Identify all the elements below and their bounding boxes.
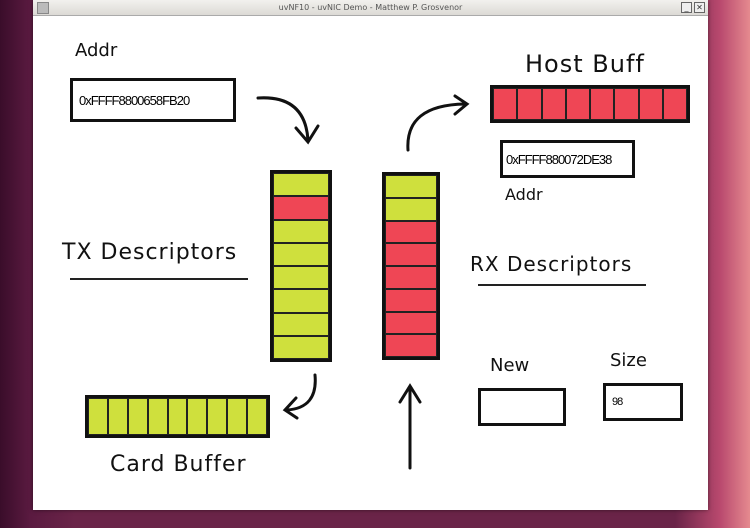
tx-descriptor[interactable]: [273, 335, 329, 359]
arrow-addr-to-tx-icon: [256, 96, 320, 145]
host-addr-field[interactable]: 0xFFFF880072DE38: [500, 140, 635, 178]
tx-descriptor-ring: [270, 170, 332, 362]
window-title: uvNF10 - uvNIC Demo - Matthew P. Grosven…: [278, 3, 463, 12]
card-buffer: [85, 395, 270, 438]
window-menu-icon[interactable]: [37, 2, 49, 14]
tx-descriptor[interactable]: [273, 312, 329, 336]
close-button[interactable]: ✕: [694, 2, 705, 13]
host-addr-label: Addr: [505, 185, 543, 204]
tx-label-underline: [70, 278, 248, 280]
card-buffer-cell: [127, 398, 148, 435]
host-buffer-label: Host Buff: [525, 50, 645, 78]
new-label: New: [490, 355, 530, 376]
host-buffer: [490, 85, 690, 123]
card-buffer-cell: [247, 398, 268, 435]
new-button[interactable]: [478, 388, 566, 426]
tx-descriptor[interactable]: [273, 266, 329, 290]
title-bar: uvNF10 - uvNIC Demo - Matthew P. Grosven…: [33, 0, 708, 16]
tx-descriptor[interactable]: [273, 242, 329, 266]
host-buffer-cell: [493, 88, 518, 120]
tx-descriptor[interactable]: [273, 196, 329, 220]
card-buffer-cell: [227, 398, 248, 435]
arrow-card-to-rx-icon: [398, 383, 422, 470]
tx-descriptor[interactable]: [273, 173, 329, 197]
size-label: Size: [610, 350, 647, 371]
card-buffer-cell: [207, 398, 228, 435]
card-buffer-cell: [187, 398, 208, 435]
tx-addr-label: Addr: [75, 40, 118, 61]
rx-descriptor[interactable]: [385, 288, 437, 312]
tx-descriptor[interactable]: [273, 289, 329, 313]
rx-descriptor[interactable]: [385, 334, 437, 357]
minimize-button[interactable]: _: [681, 2, 692, 13]
tx-descriptors-label: TX Descriptors: [62, 240, 238, 265]
rx-descriptor[interactable]: [385, 197, 437, 221]
card-buffer-label: Card Buffer: [110, 452, 247, 477]
host-buffer-cell: [590, 88, 615, 120]
host-buffer-cell: [517, 88, 542, 120]
host-buffer-cell: [662, 88, 687, 120]
rx-descriptor[interactable]: [385, 311, 437, 335]
card-buffer-cell: [167, 398, 188, 435]
host-buffer-cell: [638, 88, 663, 120]
card-buffer-cell: [107, 398, 128, 435]
rx-descriptor[interactable]: [385, 243, 437, 266]
tx-addr-field[interactable]: 0xFFFF8800658FB20: [70, 78, 236, 122]
rx-label-underline: [478, 284, 646, 286]
rx-descriptors-label: RX Descriptors: [470, 252, 633, 276]
arrow-rx-to-host-icon: [406, 94, 470, 152]
host-buffer-cell: [565, 88, 590, 120]
rx-descriptor-ring: [382, 172, 440, 360]
host-buffer-cell: [614, 88, 639, 120]
rx-descriptor[interactable]: [385, 175, 437, 198]
rx-descriptor[interactable]: [385, 220, 437, 244]
rx-descriptor[interactable]: [385, 266, 437, 289]
card-buffer-cell: [147, 398, 168, 435]
size-input[interactable]: 98: [603, 383, 683, 421]
tx-descriptor[interactable]: [273, 219, 329, 243]
card-buffer-cell: [88, 398, 108, 435]
host-buffer-cell: [541, 88, 566, 120]
arrow-tx-to-card-icon: [282, 373, 317, 420]
